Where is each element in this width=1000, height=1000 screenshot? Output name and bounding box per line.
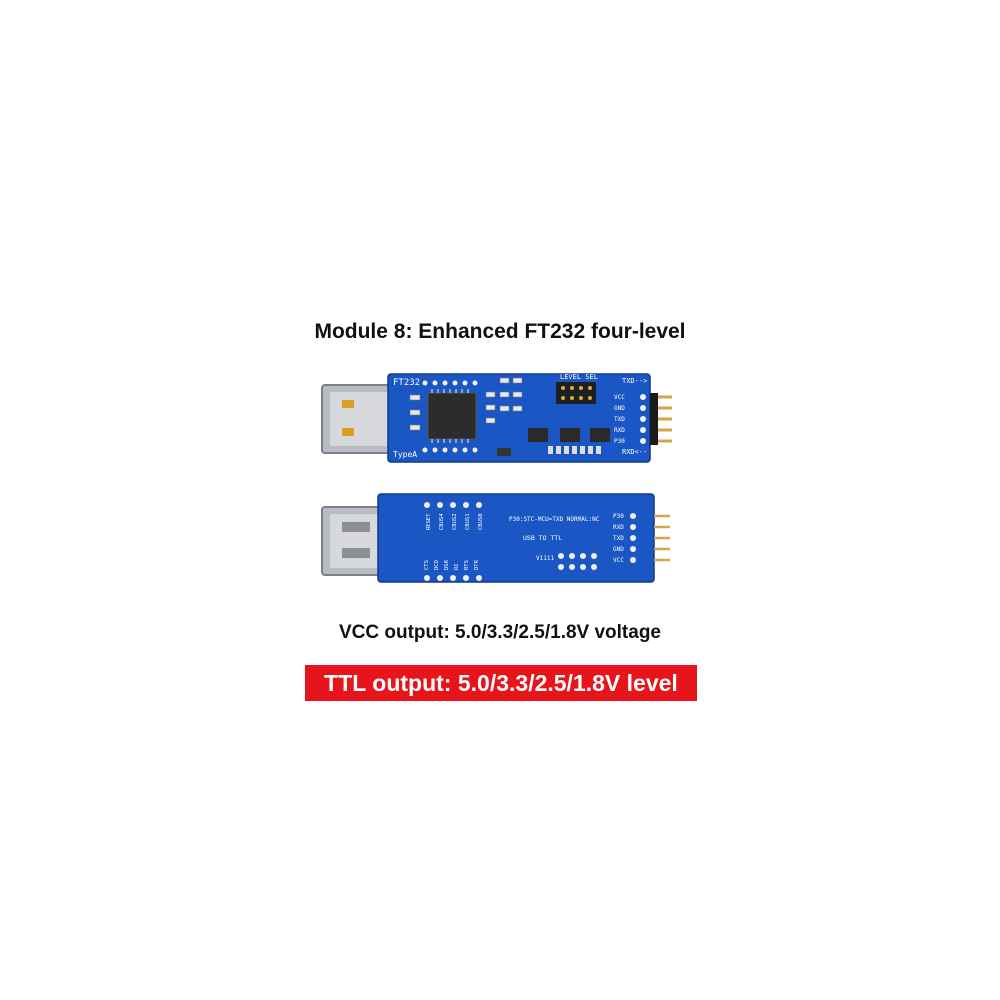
level-sel-label: LEVEL SEL <box>560 373 598 381</box>
front-pin-label: VCC <box>614 394 625 401</box>
back-pad-label: DSR <box>444 559 450 570</box>
back-pad-label: RTS <box>464 560 470 570</box>
back-version-text: V1111 <box>536 555 554 562</box>
ttl-caption-banner: TTL output: 5.0/3.3/2.5/1.8V level <box>305 665 697 701</box>
front-name-label: FT232 <box>393 378 420 388</box>
front-pin-label: GND <box>614 405 625 412</box>
back-pin-label: VCC <box>613 557 624 564</box>
back-mode-text: P30:STC-MCU=TXD NORMAL:NC <box>509 516 600 523</box>
back-pin-label: RXD <box>613 524 624 531</box>
back-pin-label: GND <box>613 546 624 553</box>
vcc-caption: VCC output: 5.0/3.3/2.5/1.8V voltage <box>338 622 662 643</box>
back-board: P30:STC-MCU=TXD NORMAL:NC USB TO TTL V11… <box>321 493 670 583</box>
front-pin-label: TXD <box>614 416 625 423</box>
level-select-header <box>556 382 596 404</box>
back-pin-label: TXD <box>613 535 624 542</box>
front-board: FT232 TypeA LEVEL SEL TXD--> RXD<-- VCC … <box>321 373 672 463</box>
back-pad-label: CTS <box>424 560 430 570</box>
back-pin-label: P30 <box>613 513 624 520</box>
front-pin-label: RXD <box>614 427 625 434</box>
back-pad-label: CBUS1 <box>465 513 471 530</box>
front-txd-arrow: TXD--> <box>622 377 647 385</box>
front-pin-label: P30 <box>614 438 625 445</box>
back-pad-label: RESET <box>426 513 432 530</box>
back-pad-label: CBUS0 <box>478 513 484 530</box>
front-rxd-arrow: RXD<-- <box>622 448 647 456</box>
ft232-chip <box>427 392 477 440</box>
back-pad-label: CBUS4 <box>439 513 445 530</box>
back-pad-label: CBUS2 <box>452 513 458 530</box>
back-pad-label: DCD <box>434 560 440 570</box>
back-pad-label: RI <box>454 563 460 570</box>
module-title: Module 8: Enhanced FT232 four-level <box>314 320 686 343</box>
pcb-front <box>387 373 651 463</box>
front-type-label: TypeA <box>393 450 417 459</box>
back-usb-ttl-text: USB TO TTL <box>523 534 562 542</box>
back-pad-label: DTR <box>474 559 480 570</box>
